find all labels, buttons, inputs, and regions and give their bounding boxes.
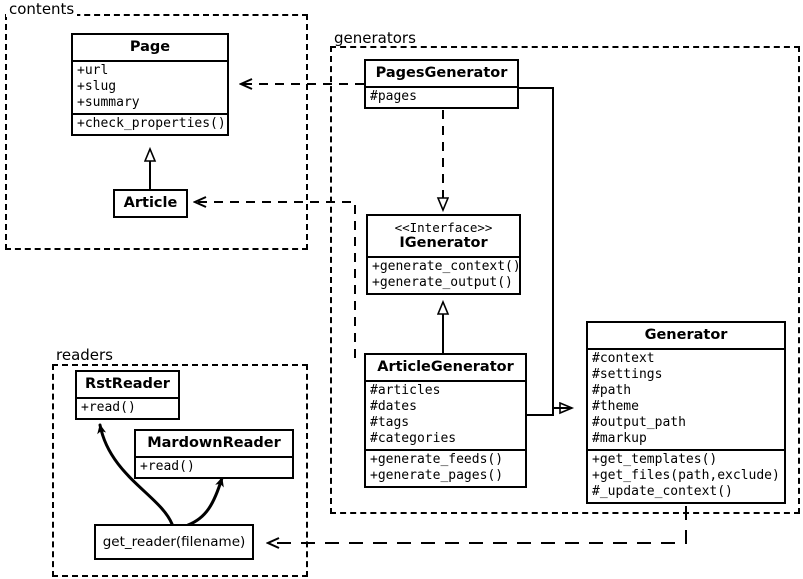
package-readers <box>52 364 308 577</box>
divider <box>77 397 178 399</box>
attribute-row: #articles <box>370 383 441 398</box>
function-label-get-reader: get_reader(filename) <box>102 534 246 550</box>
class-box-page[interactable]: Page +url +slug +summary +check_properti… <box>71 33 229 136</box>
class-name-mardown-reader: MardownReader <box>147 435 281 451</box>
operation-row: +get_templates() <box>592 452 718 467</box>
attribute-row: #categories <box>370 431 457 446</box>
class-box-article[interactable]: Article <box>113 189 188 218</box>
attributes-page: +url +slug +summary <box>73 62 227 113</box>
operation-row: +generate_pages() <box>370 468 504 483</box>
attributes-generator: #context #settings #path #theme #output_… <box>588 350 784 449</box>
function-box-get-reader[interactable]: get_reader(filename) <box>94 524 254 560</box>
divider <box>588 348 784 350</box>
attribute-row: #dates <box>370 399 417 414</box>
divider <box>136 456 292 458</box>
class-box-generator[interactable]: Generator #context #settings #path #them… <box>586 321 786 504</box>
attribute-row: #path <box>592 383 632 398</box>
attribute-row: +summary <box>77 95 140 110</box>
attributes-pages-generator: #pages <box>366 88 517 107</box>
class-name-article: Article <box>123 195 178 211</box>
package-readers-label: readers <box>53 347 116 363</box>
divider <box>366 449 525 451</box>
attribute-row: #theme <box>592 399 639 414</box>
attribute-row: +slug <box>77 79 117 94</box>
class-name-igenerator: IGenerator <box>399 235 488 251</box>
class-box-mardown-reader[interactable]: MardownReader +read() <box>134 429 294 479</box>
attribute-row: #context <box>592 351 655 366</box>
operations-rst-reader: +read() <box>77 399 178 418</box>
operation-row: +read() <box>81 400 136 415</box>
class-box-rst-reader[interactable]: RstReader +read() <box>75 370 180 420</box>
package-contents-label: contents <box>6 1 78 17</box>
class-name-rst-reader: RstReader <box>85 376 170 392</box>
class-box-igenerator[interactable]: <<Interface>> IGenerator +generate_conte… <box>366 214 521 295</box>
operations-generator: +get_templates() +get_files(path,exclude… <box>588 451 784 502</box>
operation-row: +generate_context() <box>372 259 521 274</box>
class-name-page: Page <box>129 39 171 55</box>
divider <box>368 256 519 258</box>
attributes-article-generator: #articles #dates #tags #categories <box>366 382 525 449</box>
attribute-row: #tags <box>370 415 410 430</box>
package-generators-label: generators <box>331 30 419 46</box>
operation-row: +generate_output() <box>372 275 513 290</box>
class-name-generator: Generator <box>644 327 728 343</box>
operations-mardown-reader: +read() <box>136 458 292 477</box>
class-stereotype-igenerator: <<Interface>> <box>394 220 493 235</box>
divider <box>588 449 784 451</box>
operation-row: #_update_context() <box>592 484 733 499</box>
attribute-row: #pages <box>370 89 417 104</box>
operation-row: +read() <box>140 459 195 474</box>
class-box-pages-generator[interactable]: PagesGenerator #pages <box>364 59 519 109</box>
operations-igenerator: +generate_context() +generate_output() <box>368 258 521 293</box>
class-name-pages-generator: PagesGenerator <box>375 65 508 81</box>
package-contents <box>5 14 308 250</box>
class-name-article-generator: ArticleGenerator <box>377 359 514 375</box>
divider <box>73 60 227 62</box>
attribute-row: #output_path <box>592 415 686 430</box>
attribute-row: #settings <box>592 367 663 382</box>
divider <box>366 380 525 382</box>
class-box-article-generator[interactable]: ArticleGenerator #articles #dates #tags … <box>364 353 527 488</box>
attribute-row: #markup <box>592 431 647 446</box>
attribute-row: +url <box>77 63 109 78</box>
divider <box>73 113 227 115</box>
operations-page: +check_properties() <box>73 115 227 134</box>
operations-article-generator: +generate_feeds() +generate_pages() <box>366 451 525 486</box>
operation-row: +get_files(path,exclude) <box>592 468 780 483</box>
operation-row: +generate_feeds() <box>370 452 504 467</box>
divider <box>366 86 517 88</box>
operation-row: +check_properties() <box>77 116 226 131</box>
